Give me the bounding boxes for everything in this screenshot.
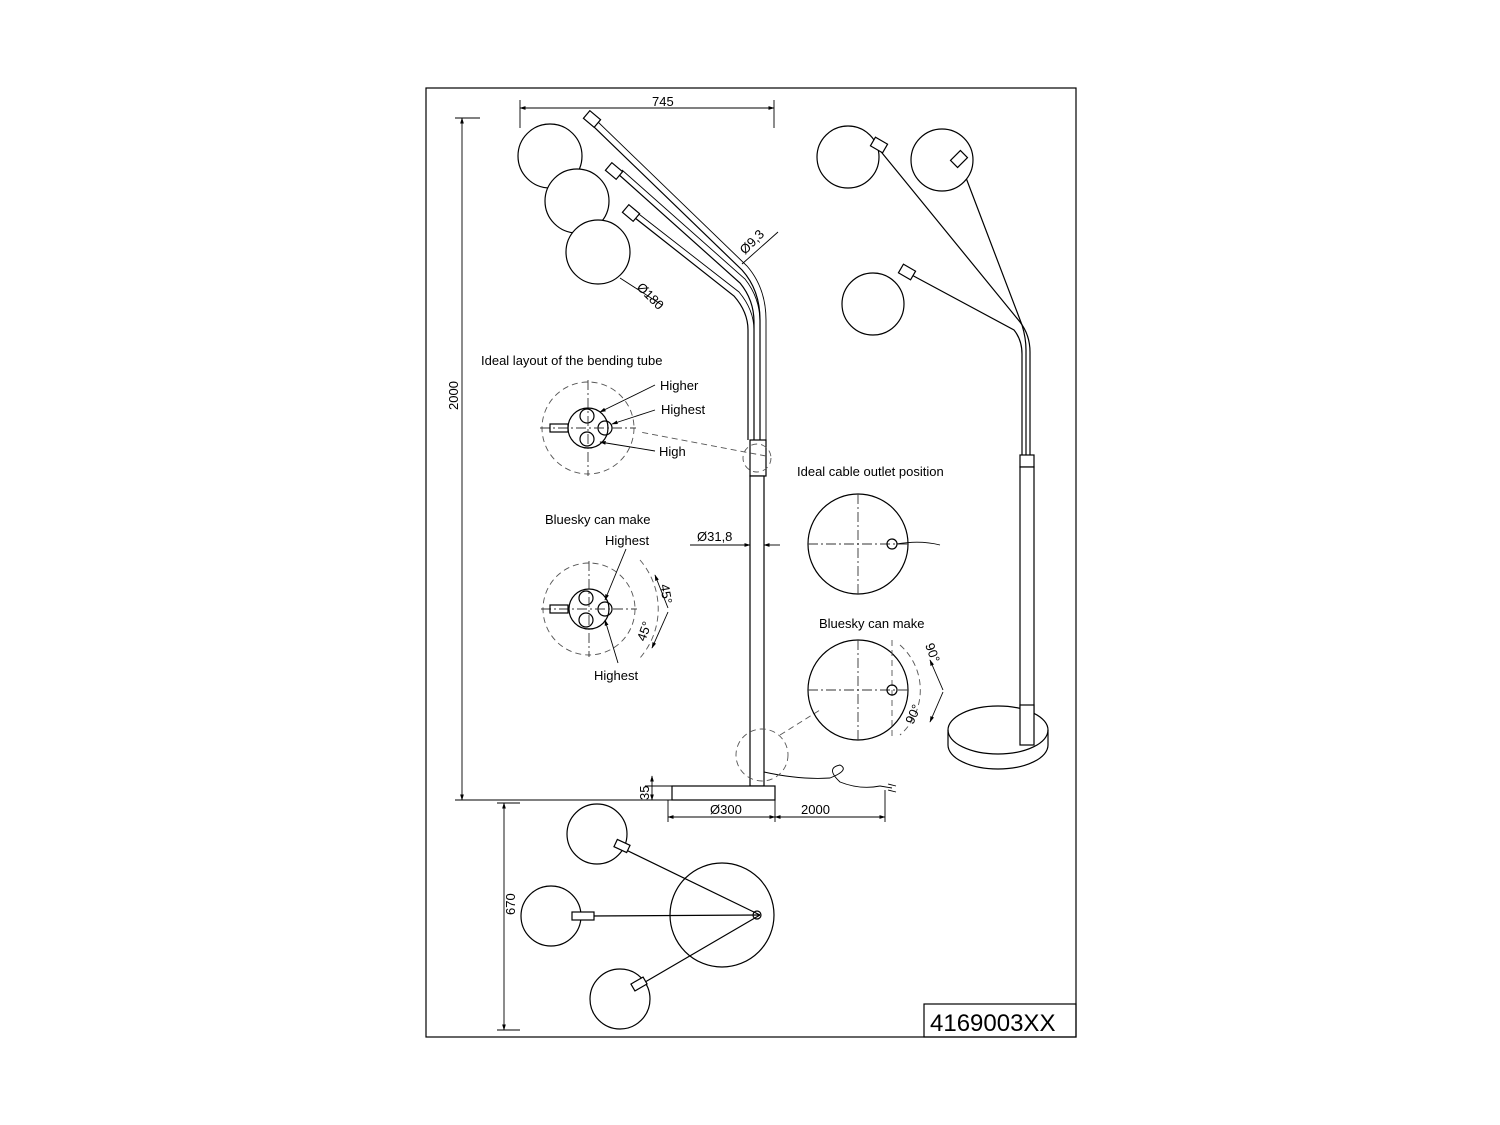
top-view-lamp <box>497 802 775 1031</box>
label-highest-bottom: Highest <box>594 668 638 683</box>
dim-tube-diameter: Ø9,3 <box>737 227 768 258</box>
bending-tube-title: Ideal layout of the bending tube <box>481 353 662 368</box>
side-view-lamp <box>517 109 897 801</box>
dim-height-total: 2000 <box>446 381 461 410</box>
cable-outlet-title: Ideal cable outlet position <box>797 464 944 479</box>
label-highest-top: Highest <box>605 533 649 548</box>
dim-shade-diameter: Ø180 <box>634 280 667 313</box>
front-view-lamp <box>816 125 1049 770</box>
drawing-frame <box>425 87 1077 1038</box>
dim-base-height: 35 <box>637 786 652 800</box>
dim-base-diameter: Ø300 <box>710 802 742 817</box>
label-higher: Higher <box>660 378 699 393</box>
dim-top-view-span: 670 <box>503 893 518 915</box>
dim-pole-diameter: Ø31,8 <box>697 529 732 544</box>
bending-tube-diagram <box>540 380 656 476</box>
top-shade-a <box>566 803 628 865</box>
label-high: High <box>659 444 686 459</box>
base <box>671 785 776 801</box>
bluesky-right-diagram <box>807 639 944 741</box>
front-pole <box>1019 466 1035 746</box>
shade-c <box>841 272 905 336</box>
dimension-lines <box>455 100 886 822</box>
label-highest: Highest <box>661 402 705 417</box>
bluesky-left-diagram <box>541 548 669 664</box>
shade-b <box>910 128 974 192</box>
cable-outlet-diagram <box>807 493 941 595</box>
bluesky-left-title: Bluesky can make <box>545 512 651 527</box>
title-block: 4169003XX <box>923 1003 1077 1038</box>
bluesky-right-title: Bluesky can make <box>819 616 925 631</box>
pole <box>749 475 765 787</box>
shade-a <box>816 125 880 189</box>
angle-90-top: 90° <box>922 641 943 665</box>
dim-cable-length: 2000 <box>801 802 830 817</box>
shade-bottom <box>565 219 631 285</box>
angle-45-bottom: 45° <box>634 619 655 643</box>
angle-45-top: 45° <box>657 583 675 605</box>
dim-width-top: 745 <box>652 94 674 109</box>
product-code: 4169003XX <box>930 1010 1055 1037</box>
